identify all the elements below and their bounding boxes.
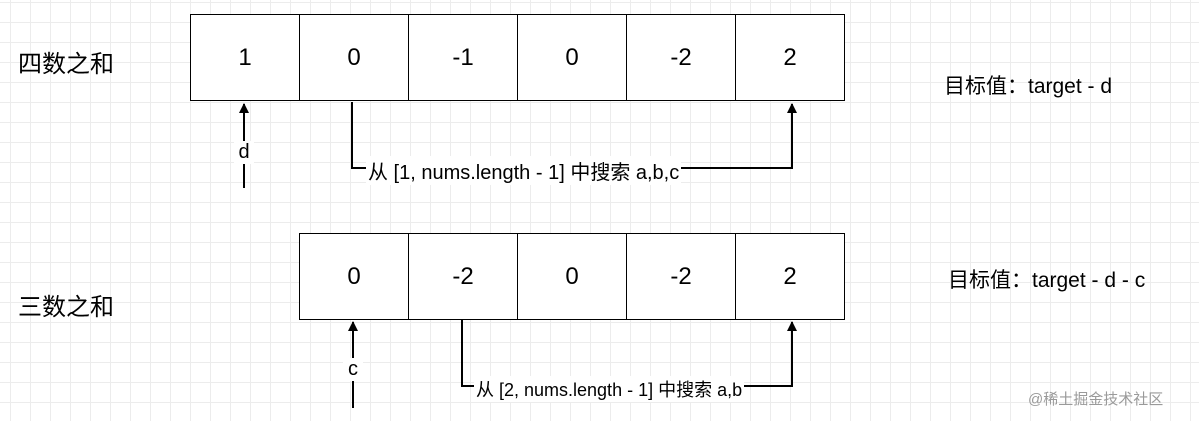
array-cell: -1 [408,14,518,101]
four-sum-title: 四数之和 [18,51,114,78]
array-cell: 0 [299,233,409,320]
array-cell: -2 [626,14,736,101]
array-cell: -2 [626,233,736,320]
array-cell: 2 [735,233,845,320]
array-cell: 0 [517,233,627,320]
four-sum-pointer-label: d [234,141,254,164]
array-cell: 1 [190,14,300,101]
four-sum-target-label: 目标值：target - d [944,75,1113,98]
three-sum-title: 三数之和 [18,294,114,321]
three-sum-pointer-label: c [343,358,363,381]
four-sum-search-caption: 从 [1, nums.length - 1] 中搜索 a,b,c [366,156,682,185]
array-cell: 2 [735,14,845,101]
four-sum-array: 1 0 -1 0 -2 2 [190,14,845,101]
array-cell: -2 [408,233,518,320]
three-sum-target-label: 目标值：target - d - c [948,269,1146,292]
three-sum-search-caption: 从 [2, nums.length - 1] 中搜索 a,b [474,376,745,402]
array-cell: 0 [299,14,409,101]
array-cell: 0 [517,14,627,101]
watermark: @稀土掘金技术社区 [1028,391,1164,408]
three-sum-array: 0 -2 0 -2 2 [299,233,845,320]
